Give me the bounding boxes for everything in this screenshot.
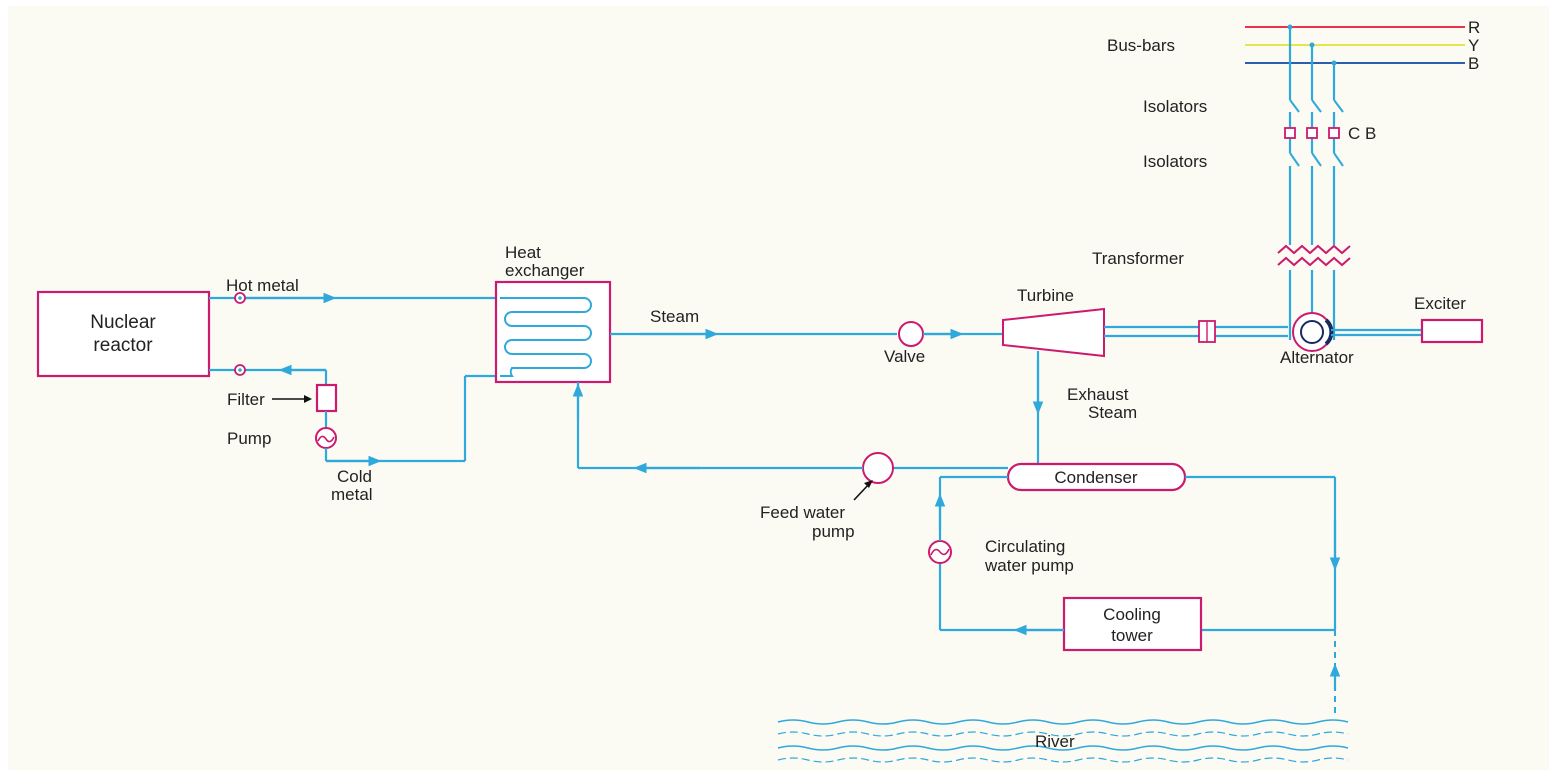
heat-exchanger-line2: exchanger <box>505 261 585 280</box>
river: River <box>777 719 1349 763</box>
exciter-label: Exciter <box>1414 294 1466 313</box>
feed-water-line2: pump <box>812 522 855 541</box>
switchgear: Isolators C B Isolators Transformer <box>1092 27 1376 340</box>
valve-icon <box>898 321 924 347</box>
heat-exchanger-line1: Heat <box>505 243 541 262</box>
heat-exchanger-coil <box>500 297 592 377</box>
circulating-pump-line1: Circulating <box>985 537 1065 556</box>
cooling-tower-box <box>1062 596 1203 652</box>
isolators-bottom-label: Isolators <box>1143 152 1207 171</box>
steam-circuit: Steam Valve Turbine Alternator Exciter <box>610 286 1484 464</box>
phase-r-label: R <box>1468 18 1480 37</box>
pump-label: Pump <box>227 429 271 448</box>
cold-metal-line1: Cold <box>337 467 372 486</box>
cooling-tower-line1: Cooling <box>1103 605 1161 624</box>
isolators-top-label: Isolators <box>1143 97 1207 116</box>
feed-water-line1: Feed water <box>760 503 845 522</box>
circulating-pump-line2: water pump <box>984 556 1074 575</box>
primary-loop: Nuclear reactor Hot metal Filter <box>36 276 496 504</box>
phase-b-label: B <box>1468 54 1479 73</box>
exhaust-line2: Steam <box>1088 403 1137 422</box>
transformer-winding-primary <box>1277 244 1351 255</box>
turbine-label: Turbine <box>1017 286 1074 305</box>
cooling-tower-line2: tower <box>1111 626 1153 645</box>
heat-exchanger: Heat exchanger <box>494 243 612 384</box>
steam-label: Steam <box>650 307 699 326</box>
condenser-circuit: Condenser Feed water pump Cooling tower <box>572 382 1341 718</box>
alternator-icon <box>1292 312 1332 352</box>
phase-y-label: Y <box>1468 36 1479 55</box>
exciter-box <box>1420 318 1484 344</box>
bus-bars-label: Bus-bars <box>1107 36 1175 55</box>
cold-metal-line2: metal <box>331 485 373 504</box>
exhaust-line1: Exhaust <box>1067 385 1129 404</box>
filter-label: Filter <box>227 390 265 409</box>
bus-bars: R Y B Bus-bars <box>1107 18 1480 73</box>
river-label: River <box>1035 732 1075 751</box>
reactor-line2: reactor <box>93 335 153 356</box>
valve-label: Valve <box>884 347 925 366</box>
transformer-winding-secondary <box>1277 256 1351 267</box>
reactor-line1: Nuclear <box>90 312 156 333</box>
filter-box <box>315 383 338 413</box>
alternator-label: Alternator <box>1280 348 1354 367</box>
turbine-icon <box>1002 307 1105 358</box>
hot-metal-label: Hot metal <box>226 276 299 295</box>
transformer-label: Transformer <box>1092 249 1184 268</box>
condenser-label: Condenser <box>1054 468 1138 487</box>
feed-water-pump-icon <box>862 452 894 484</box>
nuclear-reactor-box <box>36 290 211 378</box>
circuit-breaker-label: C B <box>1348 124 1376 143</box>
